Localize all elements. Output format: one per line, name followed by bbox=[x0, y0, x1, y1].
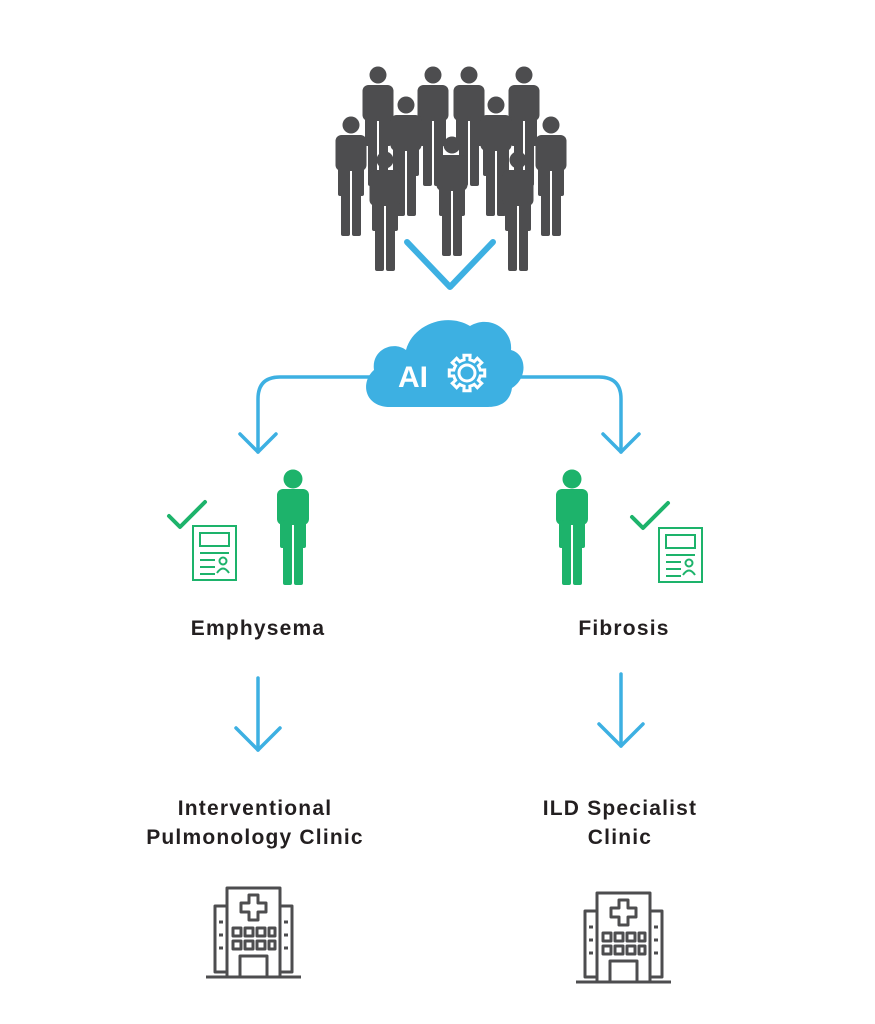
branch-connector-right bbox=[506, 375, 641, 454]
destination-line-2: Pulmonology Clinic bbox=[146, 826, 364, 849]
people-crowd-icon bbox=[335, 66, 567, 271]
checked-report-icon bbox=[658, 527, 703, 583]
crowd-person-icon bbox=[362, 66, 394, 186]
ai-cloud: AI bbox=[366, 320, 524, 407]
chevron-down-icon bbox=[404, 239, 496, 290]
condition-label-fibrosis: Fibrosis bbox=[578, 617, 670, 640]
ai-label: AI bbox=[398, 361, 428, 394]
hospital-icon bbox=[204, 886, 303, 979]
hospital-icon bbox=[574, 891, 673, 984]
arrow-down-left bbox=[234, 676, 282, 752]
crowd-person-icon bbox=[335, 116, 367, 236]
checkmark-icon bbox=[167, 500, 207, 529]
left-branch-patient bbox=[167, 469, 309, 585]
crowd-person-icon bbox=[535, 116, 567, 236]
destination-line-2: Clinic bbox=[587, 826, 653, 849]
condition-label-emphysema: Emphysema bbox=[190, 617, 326, 640]
destination-line-1: ILD Specialist bbox=[542, 797, 698, 820]
right-branch-patient bbox=[556, 469, 703, 585]
branch-connector-left bbox=[238, 375, 374, 454]
destination-line-1: Interventional bbox=[177, 797, 333, 820]
crowd-person-icon bbox=[508, 66, 540, 186]
person-icon bbox=[556, 469, 588, 585]
person-icon bbox=[277, 469, 309, 585]
destination-label-left: Interventional Pulmonology Clinic bbox=[100, 794, 410, 852]
arrow-down-right bbox=[597, 672, 645, 748]
checked-report-icon bbox=[192, 525, 237, 581]
gear-icon bbox=[447, 353, 487, 393]
destination-label-right: ILD Specialist Clinic bbox=[470, 794, 770, 852]
checkmark-icon bbox=[630, 501, 670, 530]
